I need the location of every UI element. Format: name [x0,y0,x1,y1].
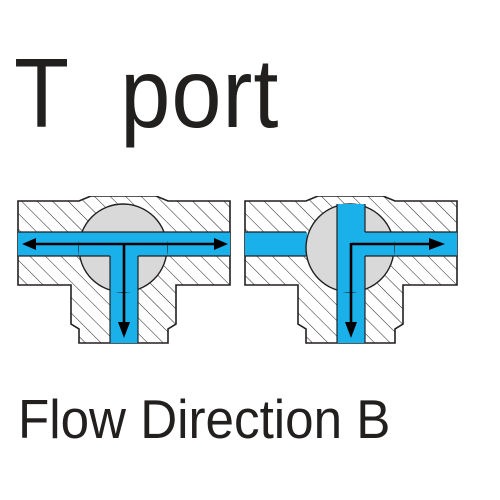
flow-arrows [349,242,431,324]
arrow-down-head [345,322,357,338]
arrow-down-head [118,322,130,338]
flow-arrows [32,242,218,324]
left-channel [245,232,307,256]
valve-right-diagram [244,196,458,344]
arrow-left-head [22,238,36,250]
arrow-right-head [214,238,228,250]
valve-left-diagram [17,196,231,344]
flow-direction-caption: Flow Direction B [18,388,391,450]
arrow-right-head [429,238,445,250]
title: T port [14,38,280,148]
